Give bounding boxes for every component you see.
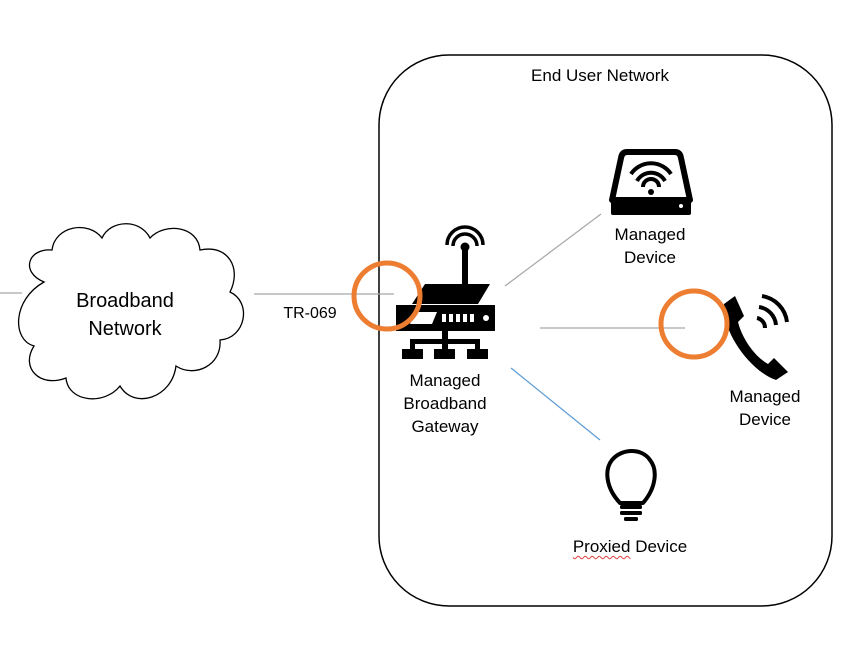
proxied-device-label: Proxied Device — [545, 535, 715, 558]
managed-device-2-label: Managed Device — [700, 385, 830, 431]
gateway-highlight-ring — [351, 260, 423, 332]
lightbulb-icon — [605, 449, 657, 521]
managed-device-1-label: Managed Device — [585, 223, 715, 269]
device2-label-line-2: Device — [739, 410, 791, 429]
cloud-icon — [18, 223, 245, 400]
gateway-label-line-3: Gateway — [411, 417, 479, 436]
gateway-device1-link — [504, 213, 602, 287]
device2-label-line-1: Managed — [729, 387, 801, 406]
broadband-network-label: Broadband Network — [40, 287, 210, 343]
device1-label-line-2: Device — [624, 248, 676, 267]
gateway-label-line-2: Broadband — [403, 394, 487, 413]
phone-highlight-ring — [658, 288, 730, 360]
gateway-proxied-link — [510, 367, 601, 441]
tr069-label-text: TR-069 — [283, 305, 337, 322]
cloud-label-line-2: Network — [88, 318, 162, 340]
end-user-network-label: End User Network — [480, 64, 720, 87]
tr069-label: TR-069 — [270, 302, 350, 325]
gateway-label: Managed Broadband Gateway — [380, 369, 510, 438]
device1-label-line-1: Managed — [614, 225, 686, 244]
network-label-text: End User Network — [531, 66, 669, 85]
phone-icon — [723, 294, 789, 380]
proxied-label-word: Proxied — [572, 537, 631, 556]
gateway-label-line-1: Managed — [409, 371, 481, 390]
wifi-drive-icon — [609, 149, 693, 215]
proxied-label-rest: Device — [630, 537, 688, 556]
router-icon — [396, 225, 495, 359]
cloud-label-line-1: Broadband — [76, 290, 174, 312]
